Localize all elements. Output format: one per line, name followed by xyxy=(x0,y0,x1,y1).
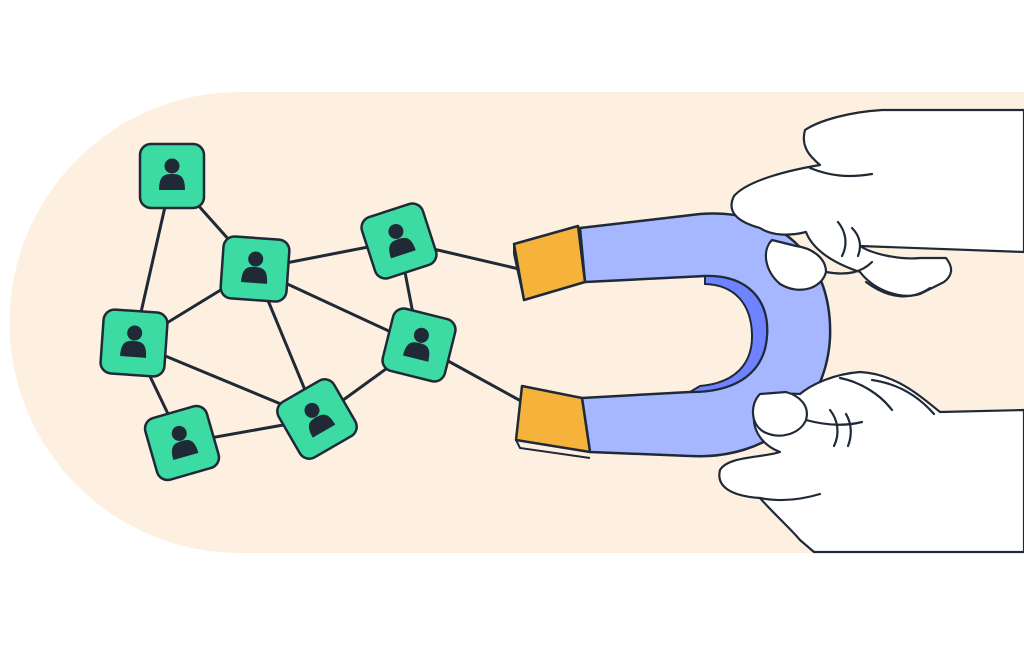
person-node xyxy=(219,235,291,303)
person-node xyxy=(381,307,457,383)
person-node xyxy=(138,142,206,210)
person-node xyxy=(276,378,358,460)
person-node xyxy=(99,308,169,378)
network-nodes xyxy=(99,142,457,482)
person-node xyxy=(143,404,221,482)
magnet-inner-shadow xyxy=(686,274,769,394)
person-node xyxy=(360,202,438,280)
magnet-tip-bottom xyxy=(514,384,592,454)
lower-hand xyxy=(718,370,1024,554)
upper-hand xyxy=(730,108,1024,298)
